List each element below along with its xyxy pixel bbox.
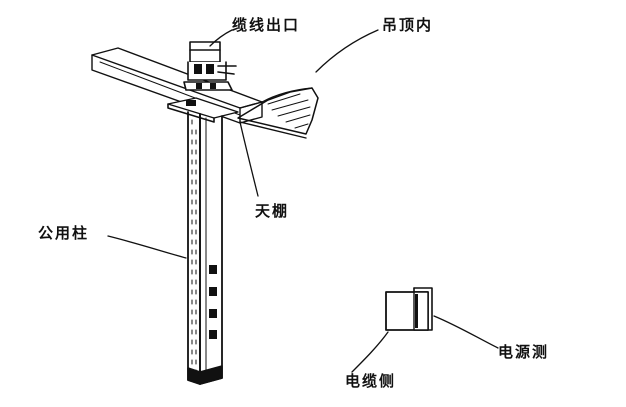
utility-column bbox=[187, 111, 223, 385]
column-collar bbox=[167, 97, 239, 123]
leader-column bbox=[107, 235, 187, 259]
label-cable-outlet: 缆线出口 bbox=[232, 16, 301, 34]
label-power-side: 电源测 bbox=[498, 343, 550, 361]
leader-cable-outlet bbox=[209, 29, 233, 47]
leader-cable-side bbox=[351, 331, 389, 373]
leader-ceiling-inside bbox=[315, 29, 379, 73]
leader-lines bbox=[107, 29, 499, 373]
leader-ceiling bbox=[239, 121, 259, 197]
label-common-column: 公用柱 bbox=[38, 224, 90, 242]
label-cable-side: 电缆侧 bbox=[345, 372, 397, 390]
terminal-box bbox=[385, 287, 433, 331]
leader-power-side bbox=[433, 315, 499, 349]
label-ceiling-inside: 吊顶内 bbox=[382, 16, 434, 34]
cable-outlet-box bbox=[183, 41, 237, 91]
label-ceiling: 天棚 bbox=[255, 202, 290, 220]
ceiling-panel bbox=[237, 87, 319, 139]
